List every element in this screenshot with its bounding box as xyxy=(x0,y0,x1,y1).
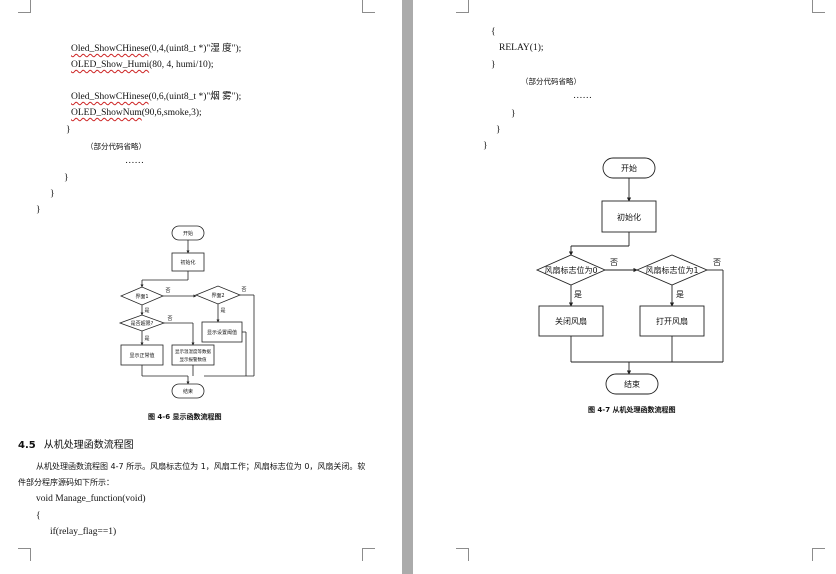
code-line: } xyxy=(491,60,496,70)
yes-label: 是 xyxy=(574,290,582,299)
end-node xyxy=(605,373,659,395)
document-page-left: Oled_ShowCHinese(0,4,(uint8_t *)"湿 度"); … xyxy=(0,0,402,574)
code-args: (80, 4, humi/10); xyxy=(149,60,214,70)
show-normal-label: 显示正常值 xyxy=(129,352,154,359)
yes-label: 是 xyxy=(144,308,149,314)
code-brace: } xyxy=(64,173,69,183)
code-line: } xyxy=(483,141,488,151)
slave-function-flowchart: 开始 初始化 风扇标志位为0 风扇标志位为1 关闭风扇 打开风扇 结束 否 否 … xyxy=(535,157,724,395)
crop-mark xyxy=(456,0,469,13)
code-line: { xyxy=(491,27,496,37)
close-fan-label: 关闭风扇 xyxy=(555,316,587,326)
code-line: Oled_ShowCHinese(0,6,(uint8_t *)"烟 雾"); xyxy=(71,91,241,103)
crop-mark xyxy=(18,548,31,561)
crop-mark xyxy=(812,0,825,13)
start-label: 开始 xyxy=(183,230,193,237)
body-paragraph: 从机处理函数流程图 4-7 所示。风扇标志位为 1，风扇工作；风扇标志位为 0，… xyxy=(18,462,366,487)
omit-note: （部分代码省略） xyxy=(86,142,146,151)
crop-mark xyxy=(362,0,375,13)
close-fan-box xyxy=(538,305,604,337)
cond-flag1-label: 风扇标志位为1 xyxy=(645,265,698,275)
show-setting-label: 显示设置阈值 xyxy=(207,329,237,336)
init-label: 初始化 xyxy=(180,259,195,266)
code-args: (0,6,(uint8_t *)"烟 雾"); xyxy=(148,92,242,102)
end-label: 结束 xyxy=(624,379,640,389)
code-line: OLED_ShowNum(90,6,smoke,3); xyxy=(71,107,202,119)
no-label: 否 xyxy=(713,258,721,267)
yes-label: 是 xyxy=(220,308,225,314)
section-number: 4.5 xyxy=(18,440,36,451)
code-line: } xyxy=(496,125,501,135)
code-brace: } xyxy=(66,125,71,135)
code-line: Oled_ShowCHinese(0,4,(uint8_t *)"湿 度"); xyxy=(71,43,241,55)
yes-label: 是 xyxy=(144,336,149,342)
crop-mark xyxy=(812,548,825,561)
section-title: 从机处理函数流程图 xyxy=(43,440,134,451)
code-args: (0,4,(uint8_t *)"湿 度"); xyxy=(148,44,242,54)
code-function: OLED_Show_Humi xyxy=(71,60,150,70)
end-label: 结束 xyxy=(183,388,193,395)
init-label: 初始化 xyxy=(617,212,641,222)
show-alarm-label: 显示报警数值 xyxy=(180,356,207,363)
cond2-label: 界面2 xyxy=(211,293,224,299)
cond1-label: 界面1 xyxy=(135,294,148,300)
code-ellipsis: …… xyxy=(573,91,592,101)
end-node xyxy=(171,383,205,399)
no-label: 否 xyxy=(165,288,170,294)
code-ellipsis: …… xyxy=(125,156,144,166)
no-label: 否 xyxy=(167,316,172,322)
omit-note: （部分代码省略） xyxy=(521,77,581,86)
show-env-label: 显示温湿度等数据 xyxy=(175,348,211,355)
start-label: 开始 xyxy=(621,163,637,173)
code-line: } xyxy=(511,109,516,119)
code-function: OLED_ShowNum xyxy=(71,108,142,118)
code-brace: } xyxy=(36,205,41,215)
open-fan-box xyxy=(639,305,705,337)
figure-caption: 图 4-7 从机处理函数流程图 xyxy=(588,406,676,414)
code-line: void Manage_function(void) xyxy=(36,494,146,504)
yes-label: 是 xyxy=(676,290,684,299)
crop-mark xyxy=(456,548,469,561)
cond3-label: 是否超限? xyxy=(131,320,154,327)
cond-flag0-label: 风扇标志位为0 xyxy=(544,265,597,275)
code-line: OLED_Show_Humi(80, 4, humi/10); xyxy=(71,59,214,71)
code-function: Oled_ShowCHinese xyxy=(71,92,149,102)
open-fan-label: 打开风扇 xyxy=(656,316,688,326)
document-page-right: { RELAY(1); } （部分代码省略） …… } } } xyxy=(413,0,836,574)
no-label: 否 xyxy=(241,287,246,293)
section-heading: 4.5 从机处理函数流程图 xyxy=(18,436,134,451)
code-line: RELAY(1); xyxy=(499,43,544,53)
code-brace: } xyxy=(50,189,55,199)
init-node xyxy=(601,200,657,233)
crop-mark xyxy=(362,548,375,561)
no-label: 否 xyxy=(610,258,618,267)
figure-caption: 图 4-6 显示函数流程图 xyxy=(148,413,222,421)
code-line: { xyxy=(36,511,41,521)
code-line: if(relay_flag==1) xyxy=(50,527,117,537)
crop-mark xyxy=(18,0,31,13)
display-function-flowchart: 开始 初始化 界面1 界面2 是否超限? 显示正常值 显示温湿度等数据 显示报警… xyxy=(118,225,255,399)
code-args: (90,6,smoke,3); xyxy=(141,108,202,118)
code-function: Oled_ShowCHinese xyxy=(71,44,149,54)
